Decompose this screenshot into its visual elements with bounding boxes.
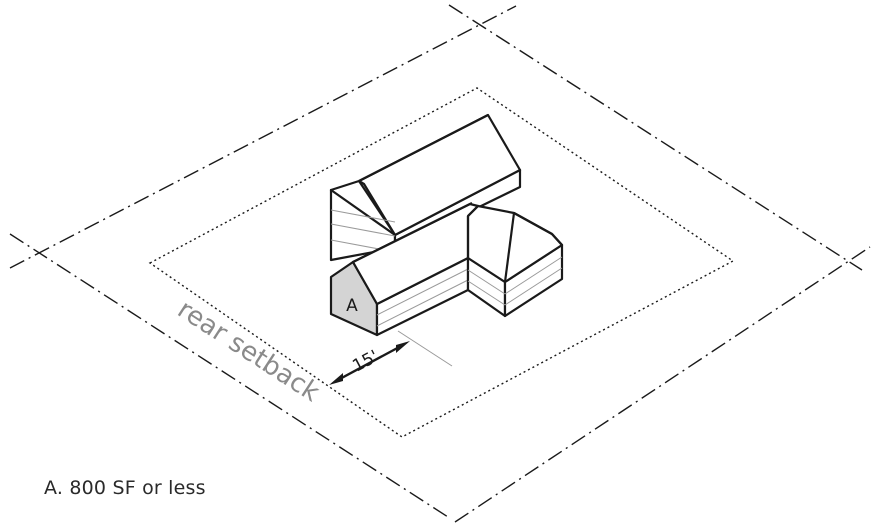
figure-caption: A. 800 SF or less xyxy=(44,477,206,499)
setback-label: rear setback xyxy=(172,294,325,408)
dimension-arrow xyxy=(329,341,410,385)
accessory-dwelling-unit xyxy=(329,202,564,337)
setback-line xyxy=(148,87,735,438)
lot-boundary xyxy=(9,4,871,523)
building-tag: A xyxy=(346,296,358,316)
dimension-extension xyxy=(397,330,453,367)
